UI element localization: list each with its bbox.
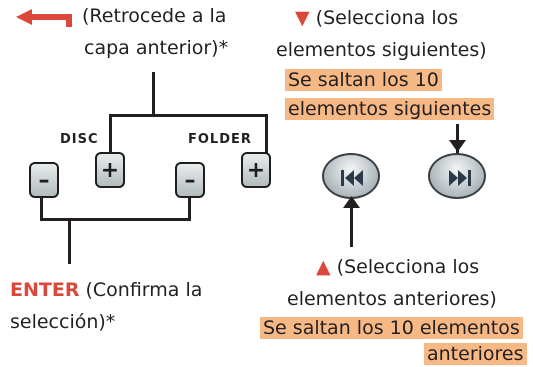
prev-highlight-line2: anteriores — [424, 342, 527, 366]
connector-top-right-drop — [265, 114, 268, 154]
connector-bottom-stem — [68, 218, 71, 264]
down-triangle-icon: ▼ — [295, 7, 310, 29]
skip-forward-icon — [449, 170, 471, 186]
enter-caption-line1: ENTER (Confirma la — [10, 278, 202, 302]
next-track-button[interactable] — [428, 153, 486, 199]
connector-next-stem — [456, 124, 459, 154]
enter-label: ENTER — [10, 279, 80, 301]
connector-bottom-right-rise — [188, 195, 191, 221]
up-triangle-icon: ▲ — [316, 256, 331, 278]
prev-up-arrow-icon — [343, 196, 360, 208]
next-highlight-text2: elementos siguientes — [285, 98, 495, 120]
back-arrow-icon — [16, 9, 72, 27]
previous-track-button[interactable] — [322, 153, 380, 199]
back-caption-line1: (Retrocede a la — [82, 5, 227, 27]
prev-highlight-text1: Se saltan los 10 elementos — [260, 317, 523, 339]
skip-back-icon — [341, 170, 363, 186]
next-caption-text: (Selecciona los — [309, 7, 459, 29]
next-down-arrow-icon — [449, 140, 466, 152]
folder-plus-button[interactable]: + — [241, 152, 271, 188]
connector-top-left-drop — [109, 114, 112, 154]
next-caption-line2: elementos siguientes) — [276, 39, 487, 61]
folder-label: FOLDER — [188, 132, 252, 147]
disc-label: DISC — [60, 132, 99, 147]
next-highlight-text1: Se saltan los 10 — [285, 69, 442, 91]
prev-caption-text: (Selecciona los — [330, 256, 480, 278]
disc-minus-button[interactable]: – — [29, 162, 59, 198]
next-highlight-line1: Se saltan los 10 — [285, 68, 442, 92]
next-caption-line1: ▼ (Selecciona los — [295, 6, 458, 30]
prev-caption-line2: elementos anteriores) — [287, 288, 497, 310]
enter-caption-line2: selección)* — [10, 311, 116, 333]
connector-bottom-bar — [40, 218, 191, 221]
back-caption-line2: capa anterior)* — [84, 37, 229, 59]
connector-bottom-left-rise — [40, 195, 43, 221]
folder-minus-button[interactable]: – — [175, 162, 205, 198]
connector-prev-stem — [350, 205, 353, 247]
prev-highlight-text2: anteriores — [424, 343, 527, 365]
connector-top-bar — [109, 114, 268, 117]
disc-plus-button[interactable]: + — [95, 152, 125, 188]
connector-top-stem — [152, 72, 155, 116]
enter-caption-text: (Confirma la — [79, 279, 203, 301]
prev-caption-line1: ▲ (Selecciona los — [316, 255, 479, 279]
prev-highlight-line1: Se saltan los 10 elementos — [260, 316, 523, 340]
next-highlight-line2: elementos siguientes — [285, 97, 495, 121]
